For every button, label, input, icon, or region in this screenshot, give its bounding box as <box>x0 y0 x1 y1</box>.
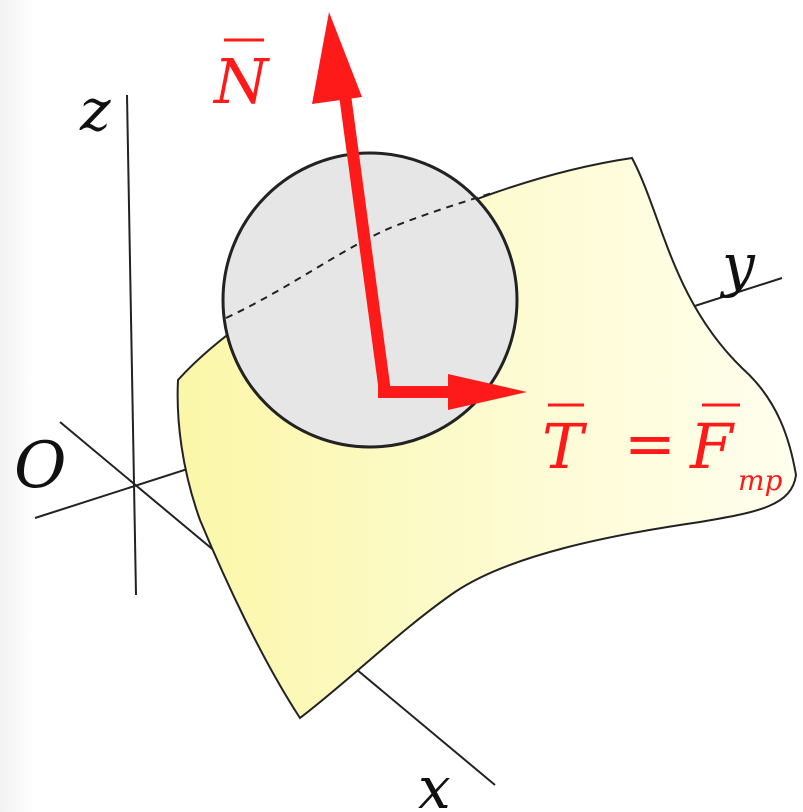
friction-force-label: F <box>689 410 735 483</box>
equals-sign: = <box>624 407 676 480</box>
origin-label: O <box>14 429 66 503</box>
y-axis-label: y <box>719 231 756 299</box>
z-axis-line <box>126 94 137 596</box>
normal-force-arrowhead <box>312 12 362 104</box>
x-axis-label: x <box>418 754 451 812</box>
z-axis-label: z <box>79 76 111 144</box>
tangent-force-label: T <box>542 410 588 483</box>
normal-force-arrow-shaft <box>339 94 391 393</box>
friction-force-subscript: mp <box>738 464 783 497</box>
surface-contact-curve <box>225 191 496 319</box>
tangent-force-arrowhead <box>448 374 527 410</box>
normal-force-label: N <box>212 45 271 118</box>
